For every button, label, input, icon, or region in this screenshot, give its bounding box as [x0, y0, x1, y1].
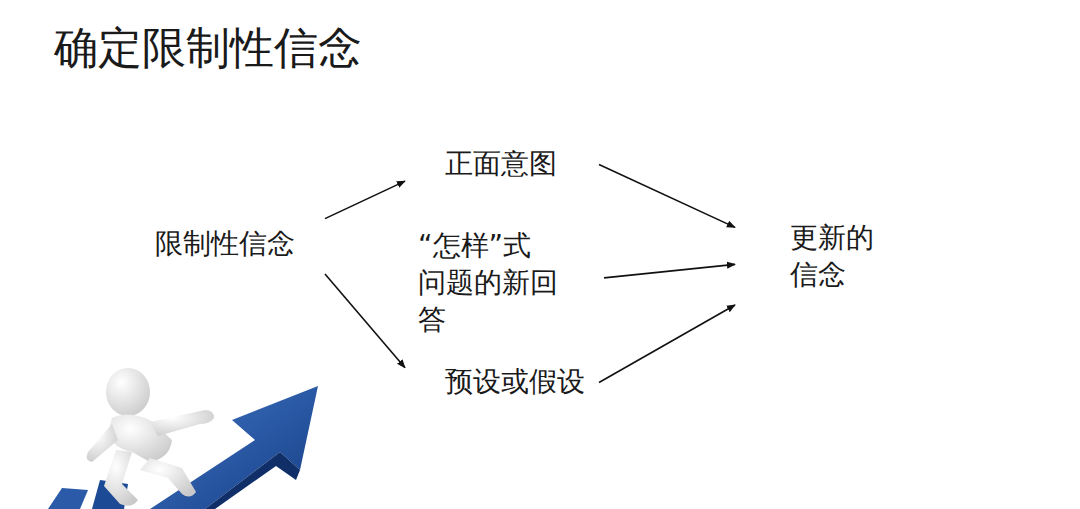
- text-node: 正面意图: [445, 146, 557, 183]
- title: 确定限制性信念: [54, 22, 362, 75]
- arrow-connector: [325, 274, 405, 368]
- node-text: “怎样”式 问题的新回 答: [418, 228, 564, 339]
- blue-block: [48, 488, 88, 509]
- rising-arrow: [150, 386, 318, 509]
- text-node: 预设或假设: [445, 364, 585, 401]
- arrow-connector: [599, 164, 735, 227]
- arrow-connector: [325, 181, 405, 219]
- arrow-connector: [599, 305, 735, 382]
- node-text: 预设或假设: [445, 364, 585, 401]
- node-text: 更新的 信念: [790, 220, 882, 294]
- text-node: 更新的 信念: [790, 220, 882, 294]
- arrow-connector: [604, 264, 735, 278]
- node-text: 正面意图: [445, 146, 557, 183]
- stick-figure: [87, 368, 214, 506]
- arrow-shade: [205, 452, 300, 509]
- node-text: 限制性信念: [155, 226, 295, 263]
- text-node: 限制性信念: [155, 226, 295, 263]
- text-node: “怎样”式 问题的新回 答: [418, 228, 564, 339]
